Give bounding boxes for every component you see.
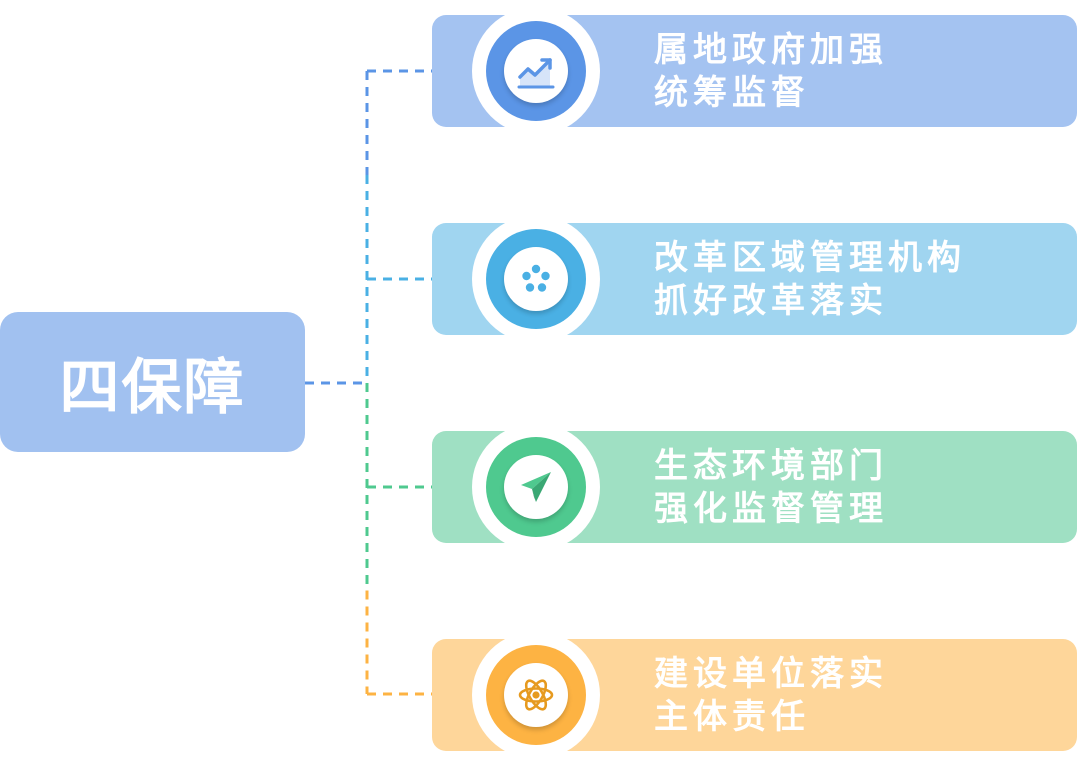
icon-ring	[472, 215, 600, 343]
branch-text: 建设单位落实 主体责任	[654, 653, 888, 739]
branch-line-2: 抓好改革落实	[654, 281, 888, 321]
branch-line-1: 生态环境部门	[654, 446, 888, 486]
icon-disc	[486, 437, 586, 537]
branch-text: 生态环境部门 强化监督管理	[654, 445, 888, 531]
branch-line-1: 改革区域管理机构	[654, 238, 966, 278]
branch-text: 改革区域管理机构 抓好改革落实	[654, 237, 966, 323]
branch-text: 属地政府加强 统筹监督	[654, 29, 888, 115]
branch-line-1: 属地政府加强	[654, 30, 888, 70]
icon-disc	[486, 21, 586, 121]
root-label: 四保障	[59, 352, 246, 423]
branch-card-construction: 建设单位落实 主体责任	[432, 631, 1077, 759]
branch-line-2: 强化监督管理	[654, 489, 888, 529]
film-reel-icon	[504, 247, 568, 311]
branch-line-2: 统筹监督	[654, 73, 810, 113]
icon-disc	[486, 645, 586, 745]
atom-icon	[504, 663, 568, 727]
branch-card-reform: 改革区域管理机构 抓好改革落实	[432, 215, 1077, 343]
icon-ring	[472, 423, 600, 551]
paper-plane-icon	[504, 455, 568, 519]
branch-card-environment: 生态环境部门 强化监督管理	[432, 423, 1077, 551]
branch-line-1: 建设单位落实	[654, 654, 888, 694]
branch-line-2: 主体责任	[654, 697, 810, 737]
icon-ring	[472, 631, 600, 759]
icon-ring	[472, 7, 600, 135]
root-node: 四保障	[0, 312, 305, 452]
branch-card-government: 属地政府加强 统筹监督	[432, 7, 1077, 135]
line-chart-icon	[504, 39, 568, 103]
icon-disc	[486, 229, 586, 329]
